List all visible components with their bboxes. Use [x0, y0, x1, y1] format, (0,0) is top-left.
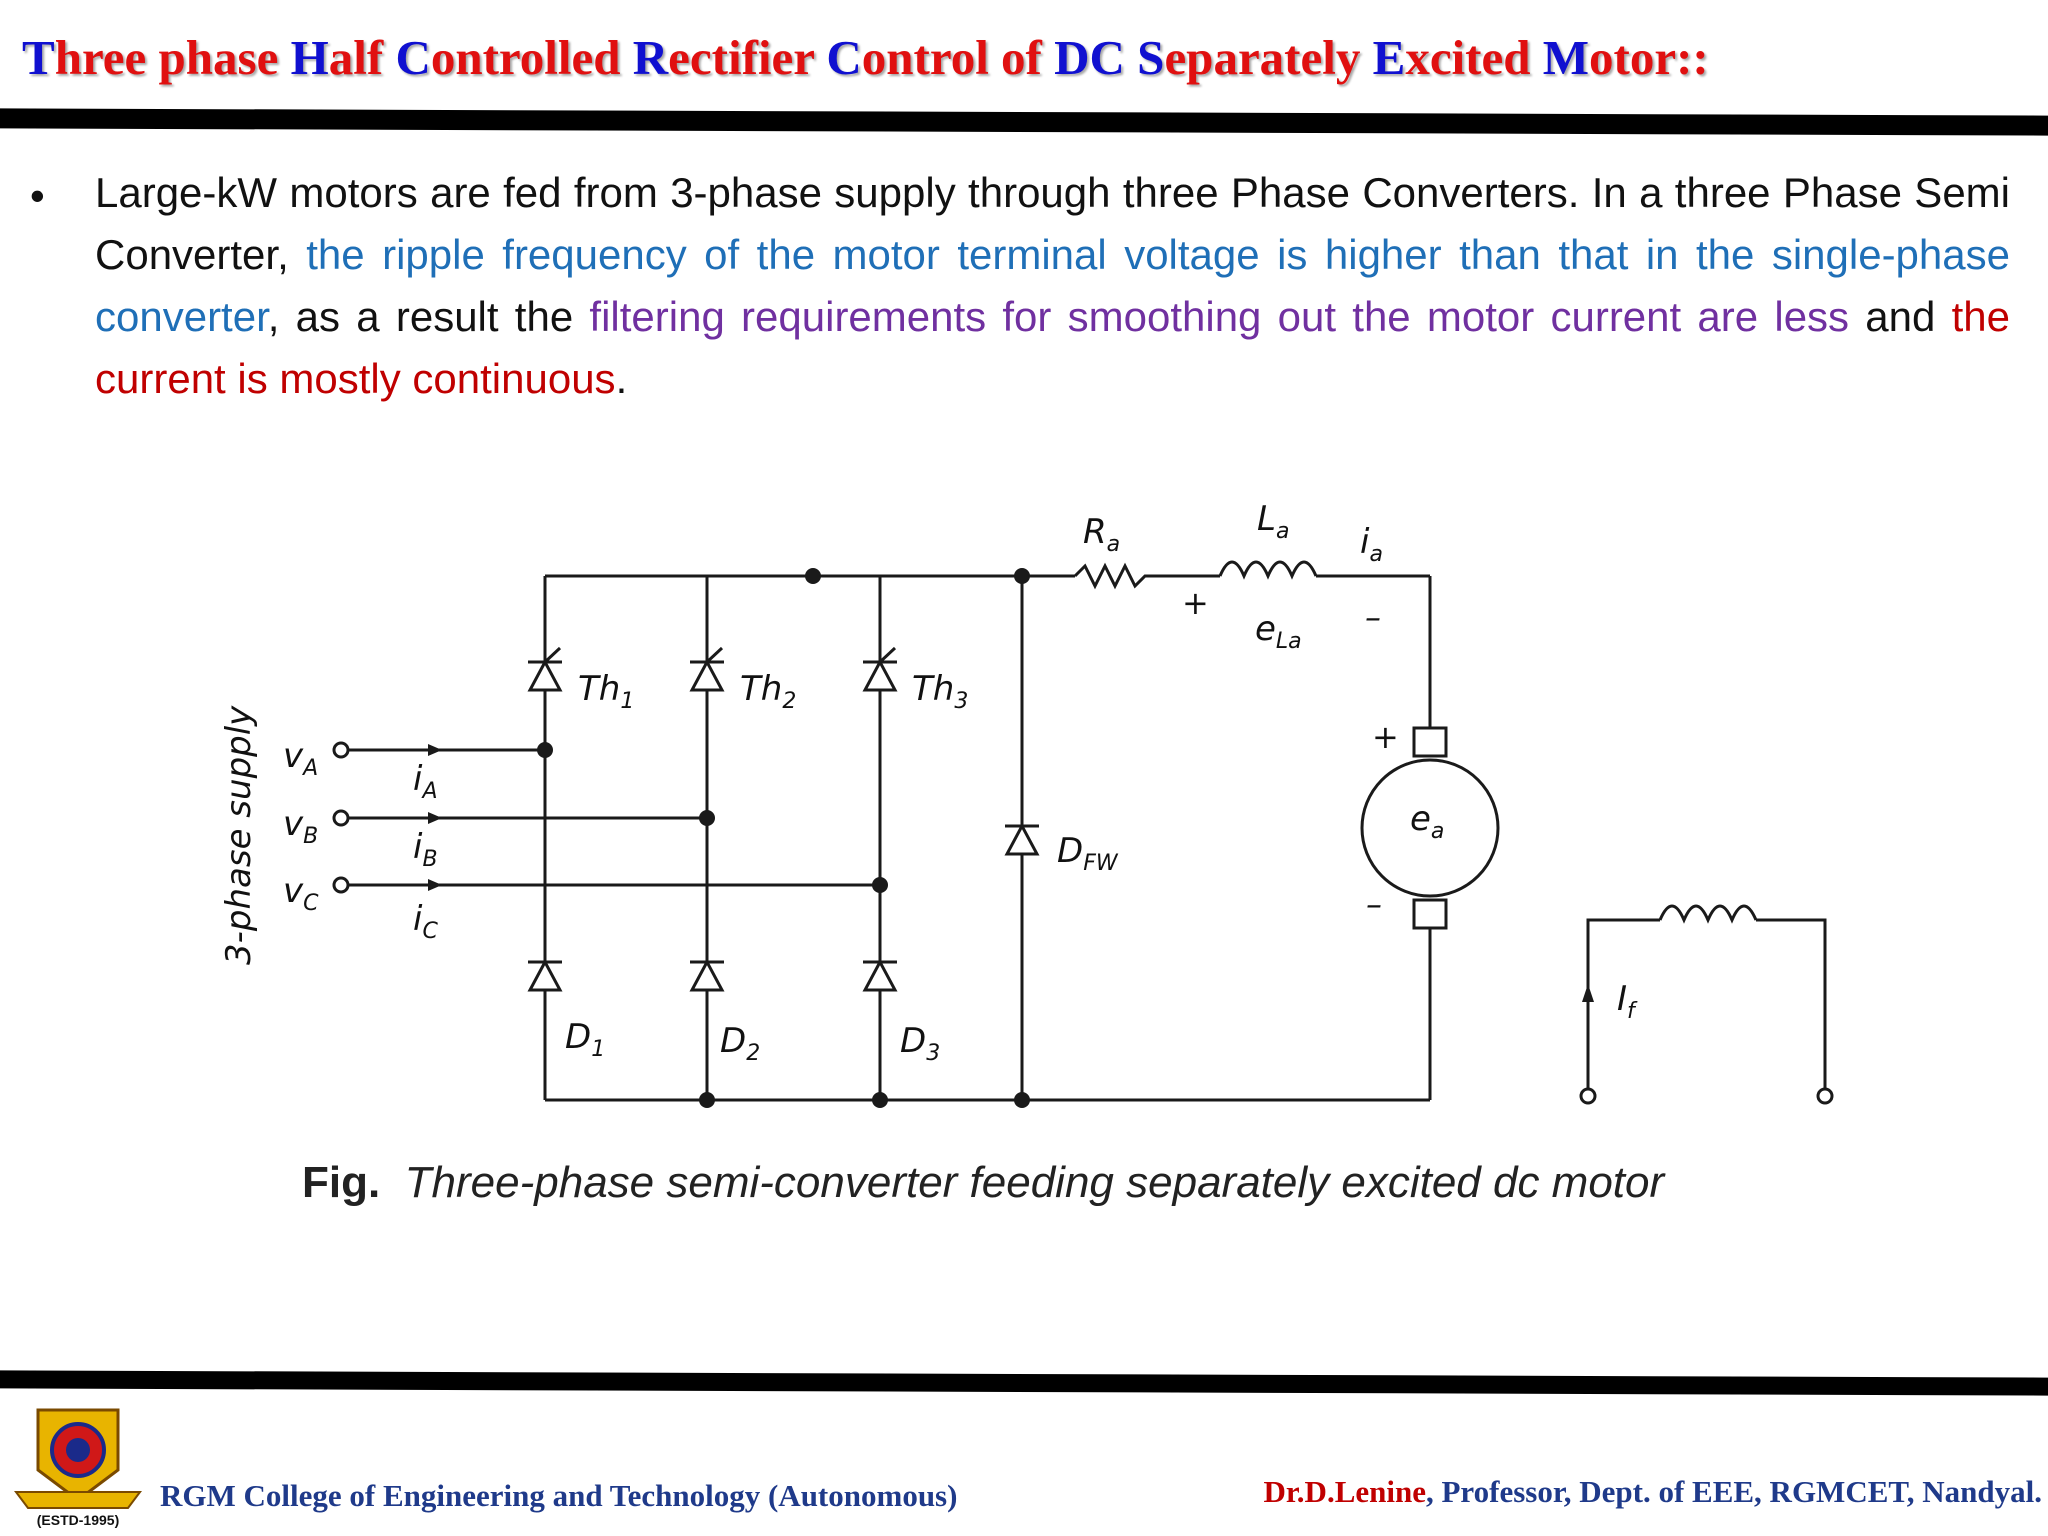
- title-segment: ectifier: [668, 30, 827, 85]
- para-part-5: and: [1849, 293, 1952, 340]
- title-segment: DC: [1054, 30, 1138, 85]
- para-part-2: the ripple frequency of the motor termin…: [95, 231, 2010, 340]
- label-d3: D3: [900, 1021, 940, 1066]
- label-vb: vB: [283, 804, 318, 849]
- bottom-divider: [0, 1370, 2048, 1396]
- footer-author: Dr.D.Lenine, Professor, Dept. of EEE, RG…: [1264, 1474, 2043, 1510]
- label-th1: Th1: [578, 669, 634, 714]
- label-d2: D2: [720, 1021, 760, 1066]
- college-logo: (ESTD-1995): [14, 1408, 142, 1528]
- para-part-4: filtering requirements for smoothing out…: [589, 293, 1850, 340]
- title-segment: H: [290, 30, 329, 85]
- para-part-3: , as a result the: [267, 293, 590, 340]
- label-vc: vC: [283, 871, 319, 916]
- label-d1: D1: [565, 1017, 605, 1062]
- title-segment: ontrol of: [861, 30, 1055, 85]
- title-segment: C: [395, 30, 431, 85]
- plus-motor: +: [1372, 718, 1399, 756]
- title-segment: hree phase: [54, 30, 291, 85]
- label-ea: ea: [1410, 799, 1444, 844]
- label-th2: Th2: [740, 669, 796, 714]
- para-part-1: Large-kW motors are fed from 3-phase sup…: [95, 169, 2010, 278]
- label-ia: iA: [413, 759, 438, 804]
- para-part-6: the current is mostly continuous: [95, 293, 2010, 402]
- caption-fig: Fig.: [302, 1158, 381, 1207]
- title-segment: ontrolled: [430, 30, 633, 85]
- title-segment: T: [22, 30, 55, 85]
- label-dfw: DFW: [1057, 831, 1119, 876]
- label-if: If: [1617, 979, 1638, 1024]
- bullet-marker: •: [30, 172, 45, 219]
- caption-text: Three-phase semi-converter feeding separ…: [404, 1158, 1665, 1207]
- slide-title: Three phase Half Controlled Rectifier Co…: [22, 18, 2032, 98]
- footer-author-name: Dr.D.Lenine: [1263, 1474, 1426, 1509]
- figure-caption: Fig. Three-phase semi-converter feeding …: [302, 1158, 1664, 1208]
- supply-label: 3-phase supply: [219, 705, 259, 965]
- label-va: vA: [283, 736, 318, 781]
- title-segment: M: [1542, 30, 1589, 85]
- label-la: La: [1257, 499, 1289, 544]
- title-segment: otor::: [1589, 30, 1709, 85]
- plus-inductor: +: [1182, 584, 1209, 622]
- label-th3: Th3: [912, 669, 968, 714]
- label-ib: iB: [413, 827, 438, 872]
- circuit-diagram: 3-phase supply vA vB vC iA iB iC Th1 Th2…: [219, 499, 1834, 1108]
- title-segment: eparately: [1164, 30, 1373, 85]
- title-segment: alf: [328, 30, 396, 85]
- label-ra: Ra: [1083, 512, 1120, 557]
- label-ic: iC: [413, 899, 438, 944]
- footer-author-rest: , Professor, Dept. of EEE, RGMCET, Nandy…: [1425, 1474, 2042, 1509]
- para-part-7: .: [615, 355, 628, 402]
- title-segment: E: [1372, 30, 1406, 85]
- footer-college: RGM College of Engineering and Technolog…: [160, 1478, 958, 1513]
- title-segment: R: [632, 30, 669, 85]
- title-segment: C: [826, 30, 862, 85]
- logo-estd: (ESTD-1995): [37, 1512, 119, 1528]
- title-segment: xcited: [1405, 30, 1543, 85]
- label-ela: eLa: [1255, 609, 1302, 654]
- minus-motor: –: [1366, 885, 1382, 923]
- label-ia-armature: ia: [1360, 522, 1383, 567]
- top-divider: [0, 108, 2048, 136]
- minus-inductor: –: [1365, 598, 1381, 636]
- bullet-paragraph: Large-kW motors are fed from 3-phase sup…: [95, 162, 2010, 410]
- title-segment: S: [1137, 30, 1165, 85]
